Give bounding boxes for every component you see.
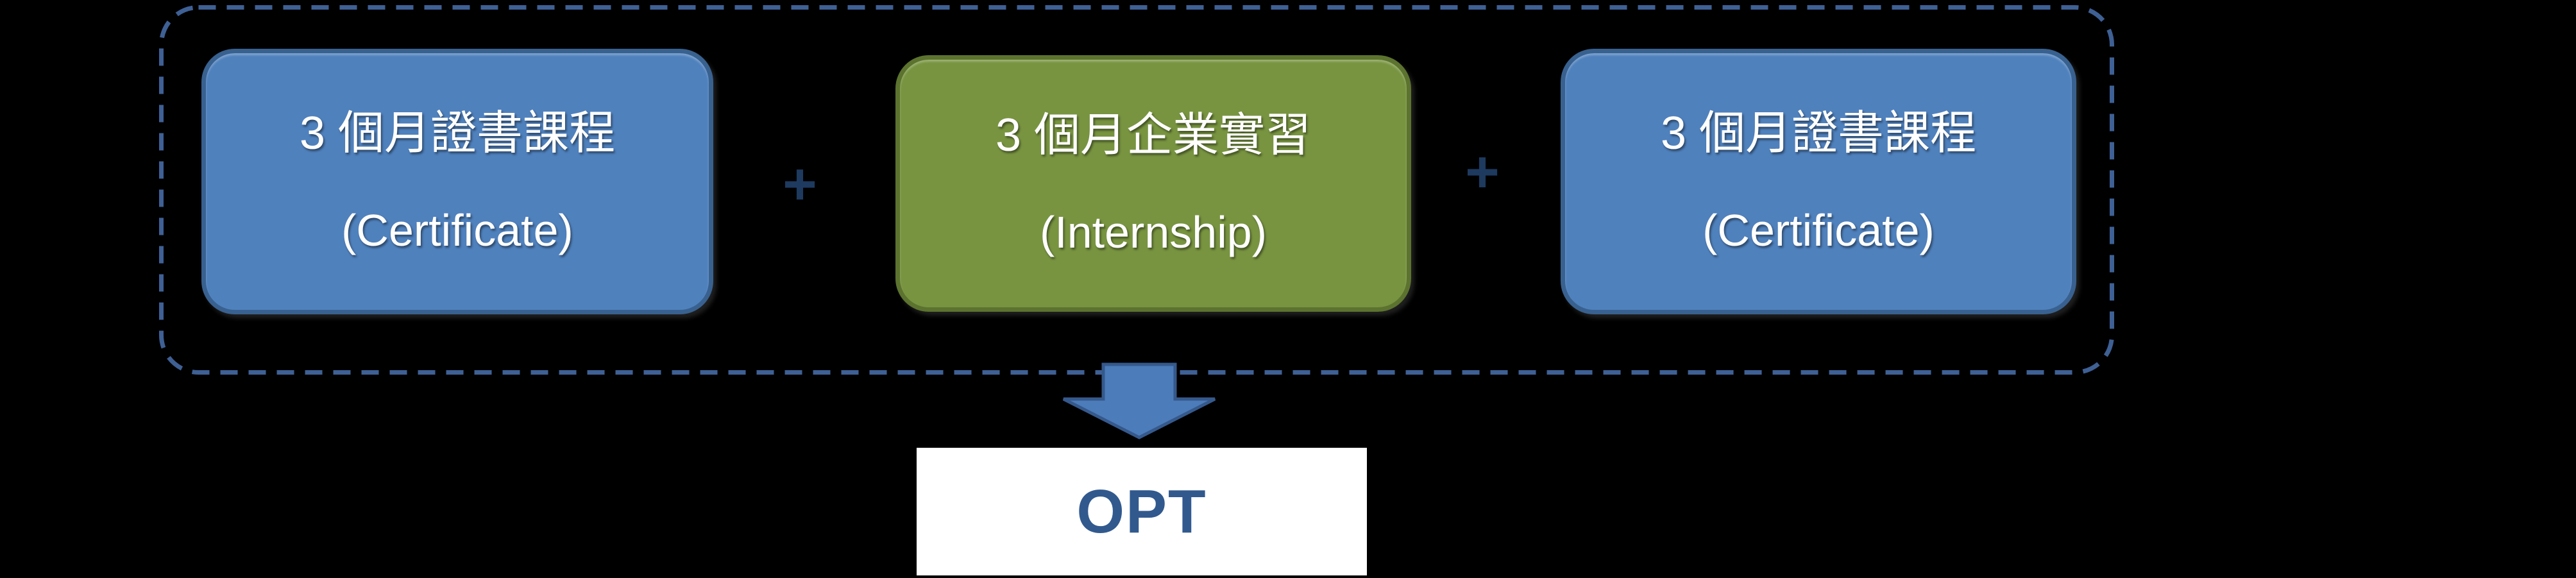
course-box-subtitle: (Certificate): [1702, 205, 1935, 255]
course-box-title: 3 個月證書課程: [299, 108, 616, 159]
course-box-title: 3 個月企業實習: [995, 110, 1312, 161]
course-box-internship: 3 個月企業實習 (Internship): [895, 55, 1411, 312]
opt-label: OPT: [1076, 477, 1207, 546]
down-arrow-icon: [1062, 362, 1216, 439]
opt-box: OPT: [917, 448, 1367, 575]
down-arrow-shape: [1062, 362, 1216, 439]
course-box-certificate-2: 3 個月證書課程 (Certificate): [1561, 49, 2076, 314]
plus-icon: +: [783, 151, 817, 217]
course-box-certificate-1: 3 個月證書課程 (Certificate): [201, 49, 713, 314]
course-box-subtitle: (Certificate): [341, 205, 573, 255]
course-box-title: 3 個月證書課程: [1660, 108, 1977, 159]
course-box-subtitle: (Internship): [1039, 207, 1267, 257]
plus-icon: +: [1465, 139, 1500, 205]
